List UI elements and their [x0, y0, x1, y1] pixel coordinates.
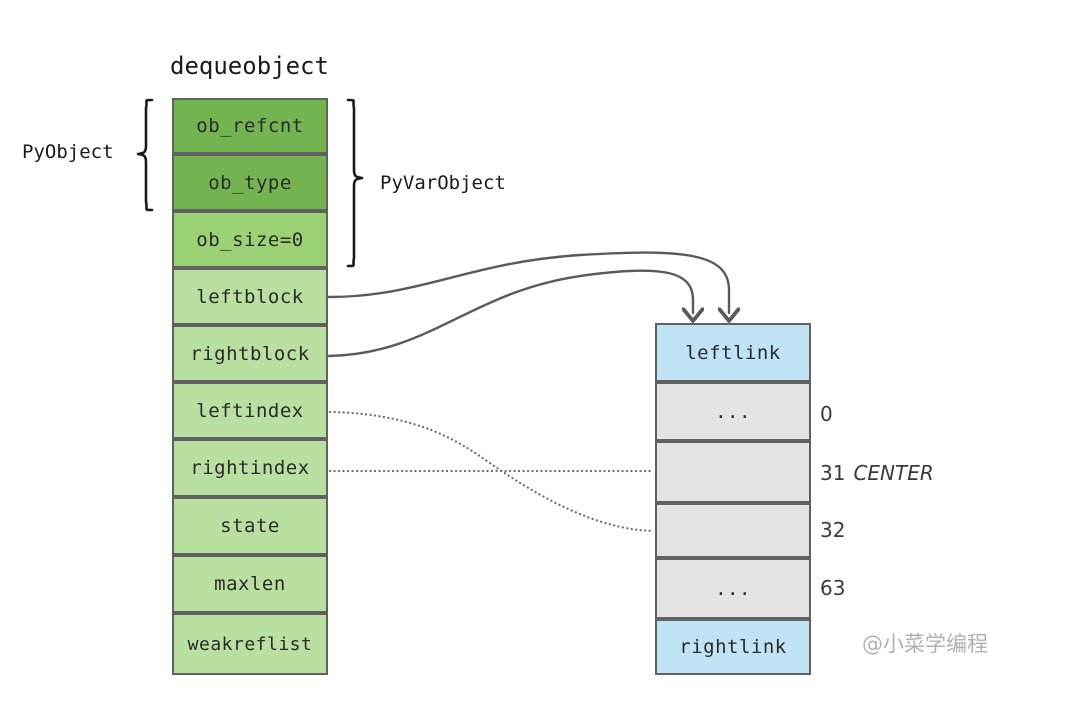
- struct-field-ob-type: ob_type: [172, 154, 328, 211]
- watermark: @小菜学编程: [862, 632, 988, 656]
- block-cell-31: [655, 441, 811, 503]
- struct-field-label: ob_size=0: [196, 228, 304, 251]
- struct-field-label: maxlen: [214, 573, 286, 595]
- brace-label-pyvarobject: PyVarObject: [380, 172, 506, 194]
- struct-field-label: leftblock: [196, 285, 304, 308]
- block-index-32: 32: [820, 518, 845, 542]
- connector-leftindex-to-cell-32: [328, 410, 656, 533]
- block-index-31: 31 CENTER: [820, 461, 934, 485]
- brace-pyvarobject: [346, 98, 364, 268]
- connector-rightblock-to-block: [327, 269, 693, 358]
- block-cell-0: ...: [655, 382, 811, 441]
- struct-field-label: rightindex: [190, 457, 310, 479]
- block-index-value: 31: [820, 461, 846, 485]
- struct-field-rightblock: rightblock: [172, 325, 328, 382]
- block-index-63: 63: [820, 576, 845, 600]
- connector-leftblock-to-block: [327, 251, 729, 313]
- block-index-value: 0: [820, 402, 833, 426]
- struct-field-label: rightblock: [190, 342, 310, 365]
- block-cell-label: ...: [715, 400, 751, 423]
- block-index-value: 63: [820, 576, 846, 600]
- block-index-center-tag: CENTER: [853, 461, 934, 485]
- block-cell-32: [655, 503, 811, 558]
- block-cell-rightlink: rightlink: [655, 619, 811, 675]
- struct-field-label: state: [220, 515, 280, 537]
- block-index-0: 0: [820, 402, 833, 426]
- struct-field-ob-size: ob_size=0: [172, 211, 328, 268]
- struct-field-state: state: [172, 497, 328, 555]
- struct-field-label: weakreflist: [187, 633, 313, 655]
- block-cell-leftlink: leftlink: [655, 323, 811, 382]
- block-cell-label: rightlink: [679, 636, 787, 658]
- brace-pyobject: [136, 98, 154, 212]
- brace-label-pyobject: PyObject: [22, 141, 114, 163]
- block-index-value: 32: [820, 518, 846, 542]
- block-cell-63: ...: [655, 558, 811, 619]
- page-title: dequeobject: [170, 52, 329, 80]
- struct-field-label: ob_type: [208, 171, 292, 194]
- struct-field-weakreflist: weakreflist: [172, 613, 328, 675]
- block-cell-label: leftlink: [685, 341, 781, 364]
- struct-field-ob-refcnt: ob_refcnt: [172, 98, 328, 154]
- block-cell-label: ...: [715, 577, 751, 600]
- struct-field-rightindex: rightindex: [172, 439, 328, 497]
- struct-field-maxlen: maxlen: [172, 555, 328, 613]
- struct-field-leftindex: leftindex: [172, 382, 328, 439]
- struct-field-label: ob_refcnt: [196, 115, 304, 137]
- struct-field-label: leftindex: [196, 399, 304, 422]
- struct-field-leftblock: leftblock: [172, 268, 328, 325]
